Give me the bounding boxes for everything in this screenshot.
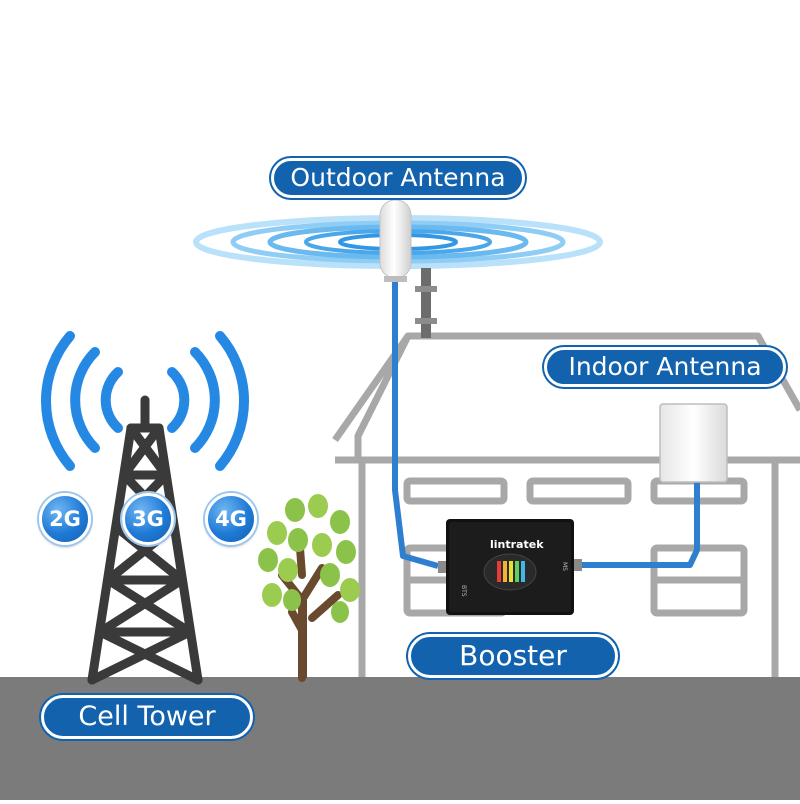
badge-3g: 3G (122, 493, 174, 545)
tower-signal-arcs (41, 331, 249, 471)
indoor-antenna (659, 403, 728, 483)
badge-4g: 4G (205, 493, 257, 545)
house (332, 332, 800, 677)
booster-port-left: BTS (460, 585, 467, 597)
booster-brand: lintratek (490, 538, 544, 551)
outdoor-antenna (379, 199, 412, 282)
label-indoor-antenna: Indoor Antenna (544, 347, 786, 387)
label-booster: Booster (408, 634, 618, 678)
booster-port-right: MS (561, 562, 568, 571)
label-outdoor-antenna: Outdoor Antenna (271, 158, 525, 198)
tree (258, 494, 360, 682)
antenna-mast (415, 268, 437, 338)
label-cell-tower: Cell Tower (41, 695, 253, 739)
cell-tower (87, 395, 203, 685)
badge-2g: 2G (39, 493, 91, 545)
coax-cables (392, 280, 700, 569)
booster-device: lintratek BTS MS (438, 519, 582, 615)
